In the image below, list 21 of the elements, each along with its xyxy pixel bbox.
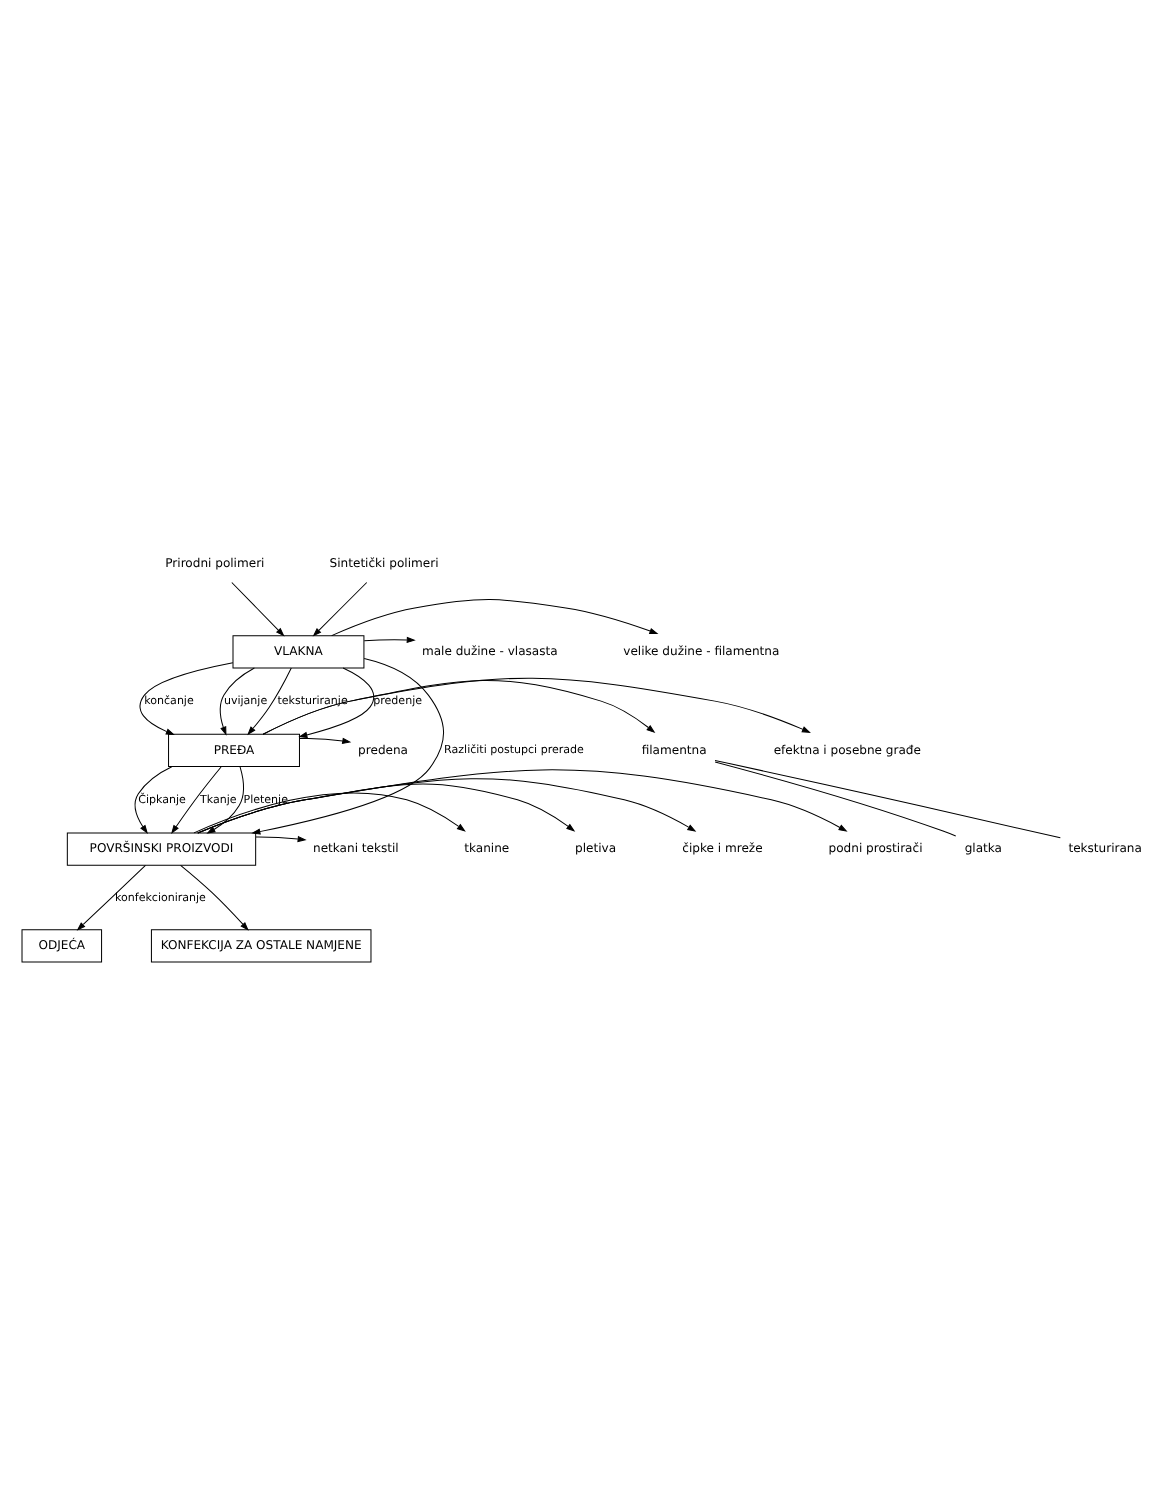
arrow (231, 582, 285, 637)
arrow (312, 582, 368, 637)
arrow (247, 667, 292, 736)
arrow (171, 766, 222, 834)
arrow (219, 667, 255, 736)
arrow (262, 677, 811, 735)
arrow (180, 864, 249, 931)
arrow (255, 835, 307, 843)
connector (714, 759, 1061, 839)
arrow (251, 658, 445, 835)
connector (714, 761, 957, 837)
arrow (76, 864, 146, 931)
arrow (197, 769, 848, 834)
arrow (193, 792, 466, 834)
arrow (299, 737, 352, 744)
arrow (331, 599, 659, 637)
arrow (206, 766, 244, 834)
arrow (134, 766, 173, 834)
arrow (298, 667, 375, 738)
arrow (139, 662, 234, 735)
arrow (363, 636, 416, 644)
